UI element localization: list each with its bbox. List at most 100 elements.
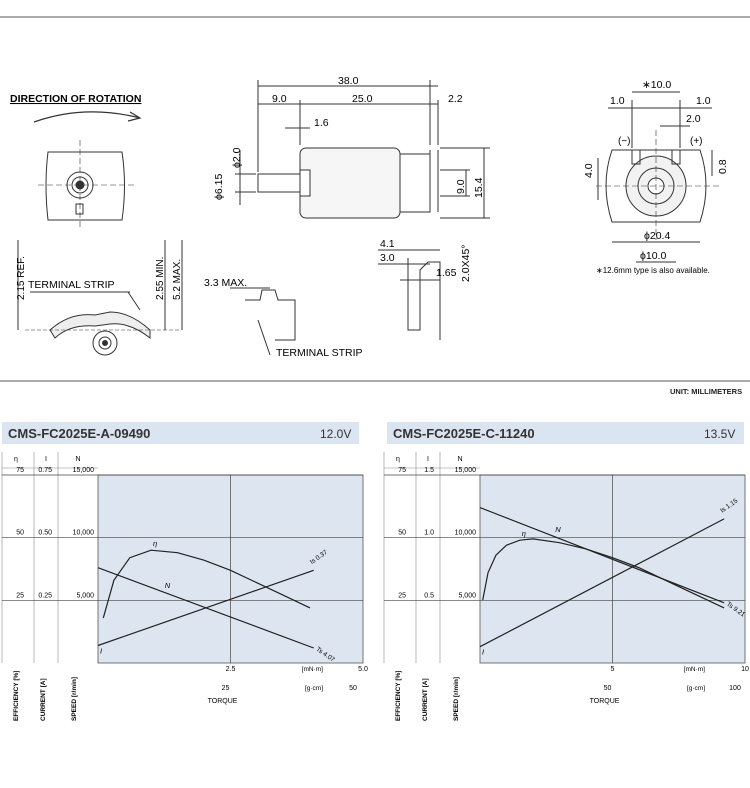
- current-tick-label: 1.5: [424, 467, 434, 474]
- x-tick-gcm-label: 25: [222, 685, 230, 692]
- axis-header-1: I: [427, 456, 429, 463]
- dim-2-2: 2.2: [448, 93, 463, 105]
- dim-0-8: 0.8: [717, 159, 729, 174]
- x-unit-mnm: [mN·m]: [684, 666, 705, 673]
- x-axis-label: TORQUE: [208, 698, 238, 705]
- motor-rear-view: [596, 91, 720, 263]
- panel-voltage-b: 13.5V: [704, 427, 736, 441]
- x-tick-mnm-label: 5: [611, 666, 615, 673]
- current-tick-label: 0.50: [38, 530, 52, 537]
- dim-3-0: 3.0: [380, 252, 395, 264]
- x-unit-gcm: [g·cm]: [687, 685, 705, 692]
- motor-dimension-drawing: DIRECTION OF ROTATION 2.15 REF. 2.55 MIN…: [0, 16, 750, 382]
- series-speed-label: N: [165, 581, 171, 590]
- x-unit-mnm: [mN·m]: [302, 666, 323, 673]
- series-speed-line: [479, 507, 725, 604]
- dim-4-0: 4.0: [583, 163, 595, 178]
- speed-tick-label: 15,000: [73, 467, 95, 474]
- panel-title-a: CMS-FC2025E-A-09490: [8, 426, 151, 441]
- dim-phi-6-15: ϕ6.15: [213, 174, 225, 200]
- x-tick-gcm-label: 100: [729, 685, 741, 692]
- efficiency-tick-label: 25: [398, 592, 406, 599]
- current-tick-label: 1.0: [424, 530, 434, 537]
- x-tick-gcm-label: 50: [349, 685, 357, 692]
- series-current-line: [479, 518, 725, 648]
- direction-of-rotation-label: DIRECTION OF ROTATION: [10, 93, 141, 105]
- series-efficiency-line: [482, 538, 725, 609]
- x-tick-mnm-label: 10: [741, 666, 749, 673]
- series-current-label: I: [100, 646, 102, 655]
- series-efficiency-label: η: [522, 529, 526, 538]
- panel-voltage-a: 12.0V: [320, 427, 352, 441]
- axis-header-1: I: [45, 456, 47, 463]
- series-efficiency-line: [102, 549, 311, 619]
- current-tick-label: 0.5: [424, 592, 434, 599]
- series-current-label: I: [482, 648, 484, 657]
- motor-end-view: [38, 140, 135, 230]
- panel-title-b: CMS-FC2025E-C-11240: [393, 426, 535, 441]
- dim-9-vertical: 9.0: [455, 179, 467, 194]
- x-tick-mnm-label: 5.0: [358, 666, 368, 673]
- x-axis-label: TORQUE: [590, 698, 620, 705]
- speed-tick-label: 10,000: [455, 530, 477, 537]
- dim-1-6: 1.6: [314, 117, 329, 129]
- efficiency-tick-label: 50: [16, 530, 24, 537]
- rotation-arrow-icon: [33, 111, 142, 123]
- current-tick-label: 0.25: [38, 592, 52, 599]
- axis-label-1: CURRENT [A]: [422, 678, 429, 721]
- axis-header-0: η: [14, 456, 18, 463]
- axis-label-2: SPEED [r/min]: [453, 677, 460, 721]
- series-current-line: [97, 569, 314, 647]
- series-speed-label: N: [555, 525, 561, 534]
- x-unit-gcm: [g·cm]: [305, 685, 323, 692]
- dim-15-4: 15.4: [473, 177, 485, 198]
- motor-side-view: [235, 80, 490, 219]
- current-tick-label: 0.75: [38, 467, 52, 474]
- axis-label-2: SPEED [r/min]: [71, 677, 78, 721]
- axis-label-0: EFFICIENCY [%]: [13, 671, 20, 721]
- panel-header-b: [387, 422, 744, 444]
- dim-38: 38.0: [338, 75, 359, 87]
- terminal-strip-label: TERMINAL STRIP: [28, 279, 115, 291]
- axis-header-2: N: [75, 456, 80, 463]
- dim-phi-10: ϕ10.0: [640, 250, 666, 262]
- speed-tick-label: 10,000: [73, 530, 95, 537]
- speed-tick-label: 5,000: [458, 592, 476, 599]
- speed-tick-label: 5,000: [76, 592, 94, 599]
- series-efficiency-label: η: [153, 539, 157, 548]
- dim-1-65: 1.65: [436, 267, 457, 279]
- axis-header-0: η: [396, 456, 400, 463]
- dim-1-0-left: 1.0: [610, 95, 625, 107]
- dim-phi-2: ϕ2.0: [231, 147, 243, 168]
- unit-note: UNIT: MILLIMETERS: [670, 387, 743, 396]
- efficiency-tick-label: 25: [16, 592, 24, 599]
- dim-2-55-min: 2.55 MIN.: [155, 257, 166, 300]
- axis-header-2: N: [457, 456, 462, 463]
- efficiency-tick-label: 75: [398, 467, 406, 474]
- x-tick-mnm-label: 2.5: [226, 666, 236, 673]
- alt-size-note: ∗12.6mm type is also available.: [596, 266, 710, 275]
- dim-3-3-max: 3.3 MAX.: [204, 277, 247, 289]
- dim-star-10: ∗10.0: [642, 79, 671, 91]
- x-tick-gcm-label: 50: [604, 685, 612, 692]
- dim-1-0-right: 1.0: [696, 95, 711, 107]
- minus-terminal-label: (−): [618, 136, 631, 147]
- dim-4-1: 4.1: [380, 238, 395, 250]
- dim-2-0x45: 2.0X45°: [460, 245, 472, 282]
- dim-5-2-max: 5.2 MAX.: [172, 259, 183, 300]
- axis-label-0: EFFICIENCY [%]: [395, 671, 402, 721]
- efficiency-tick-label: 50: [398, 530, 406, 537]
- efficiency-tick-label: 75: [16, 467, 24, 474]
- dim-2-15-ref: 2.15 REF.: [16, 256, 27, 300]
- dim-9: 9.0: [272, 93, 287, 105]
- dim-phi-20-4: ϕ20.4: [644, 230, 670, 242]
- plus-terminal-label: (+): [690, 136, 703, 147]
- speed-tick-label: 15,000: [455, 467, 477, 474]
- terminal-strip-label-2: TERMINAL STRIP: [276, 347, 363, 359]
- axis-label-1: CURRENT [A]: [40, 678, 47, 721]
- dim-25: 25.0: [352, 93, 373, 105]
- dim-2-0: 2.0: [686, 113, 701, 125]
